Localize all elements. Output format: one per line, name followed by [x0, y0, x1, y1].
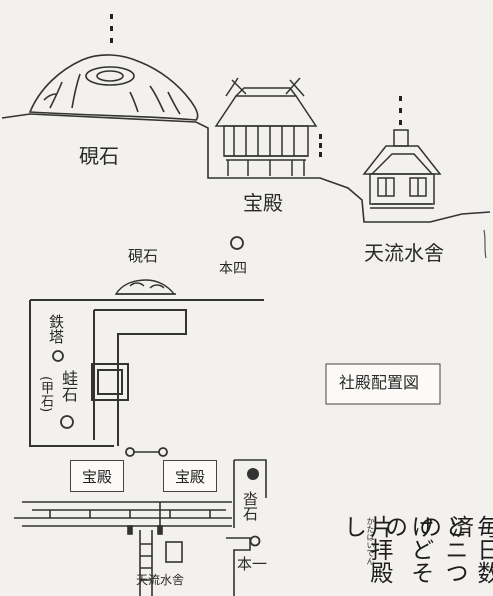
label-tenryu-suisha-map: 天流水舎	[136, 573, 185, 587]
label-houden-left: 宝殿	[81, 467, 112, 486]
label-tetto: 鉄塔	[47, 314, 65, 344]
label-suzuri-ishi-map: 硯石	[128, 247, 159, 265]
body-text-column-2: とニつの	[414, 515, 467, 584]
body-text-column-4: 片拝殿し	[339, 515, 392, 584]
legend-title: 社殿配置図	[339, 373, 420, 392]
houden-left-box: 宝殿	[70, 460, 124, 492]
ruby-katahaiden: かたはいでん	[366, 517, 375, 565]
label-kaeru-ishi: 蛙石	[59, 370, 78, 402]
legend-box	[325, 363, 441, 405]
main-shrine-outline	[29, 299, 264, 447]
label-hon-yon: 本四	[219, 261, 247, 277]
kutsu-stone-dot	[247, 468, 259, 480]
suzuri-stone-illustration	[28, 54, 199, 121]
body-text-column-3: けどその	[380, 515, 433, 584]
body-text-column-1: 毎日数済	[446, 515, 493, 584]
houden-building-illustration	[214, 77, 318, 176]
ground-line	[1, 113, 491, 223]
label-houden-right: 宝殿	[174, 467, 205, 486]
label-houden-illustration: 宝殿	[243, 191, 283, 215]
suzuri-stone-map-symbol	[114, 279, 176, 295]
tenryu-suisha-building-illustration	[362, 129, 442, 209]
label-hon-ichi: 本一	[237, 555, 268, 573]
houden-right-box: 宝殿	[163, 460, 217, 492]
label-kabuto-ishi: (甲石)	[38, 376, 53, 413]
label-tenryu-suisha-illustration: 天流水舎	[364, 241, 444, 265]
marker-circles	[52, 236, 261, 547]
label-suzuri-ishi-illustration: 硯石	[79, 144, 119, 168]
bottom-walls	[14, 459, 267, 596]
label-kutsu-ishi: 沓石	[241, 491, 259, 521]
dotted-markers	[110, 14, 402, 157]
